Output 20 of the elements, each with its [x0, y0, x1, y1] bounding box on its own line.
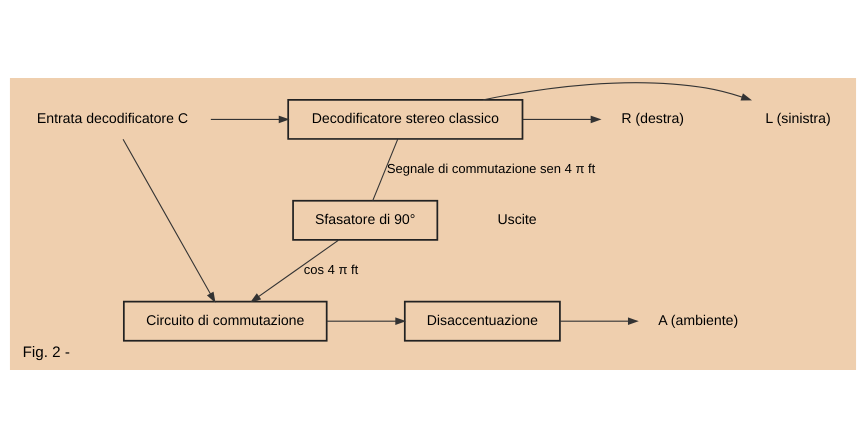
node-box: Decodificatore stereo classico	[286, 98, 523, 140]
arrow	[250, 239, 339, 302]
connector	[372, 138, 398, 200]
node-text: R (destra)	[620, 110, 684, 126]
node-text: A (ambiente)	[658, 311, 738, 328]
arrow	[482, 82, 752, 100]
node-text: Entrata decodificatore C	[36, 110, 188, 126]
node-box: Sfasatore di 90°	[292, 199, 438, 240]
label: Uscite	[496, 210, 536, 226]
edge-label: Segnale di commutazione sen 4 π ft	[386, 160, 595, 176]
arrow	[559, 316, 638, 324]
arrow	[122, 138, 216, 302]
node-text: L (sinistra)	[764, 110, 830, 126]
node-box: Circuito di commutazione	[122, 300, 328, 342]
arrow	[210, 115, 290, 123]
arrow	[522, 115, 602, 123]
node-box: Disaccentuazione	[403, 300, 560, 342]
caption: Fig. 2 -	[22, 344, 70, 361]
edge-label: cos 4 π ft	[303, 262, 358, 277]
arrow	[326, 316, 406, 324]
